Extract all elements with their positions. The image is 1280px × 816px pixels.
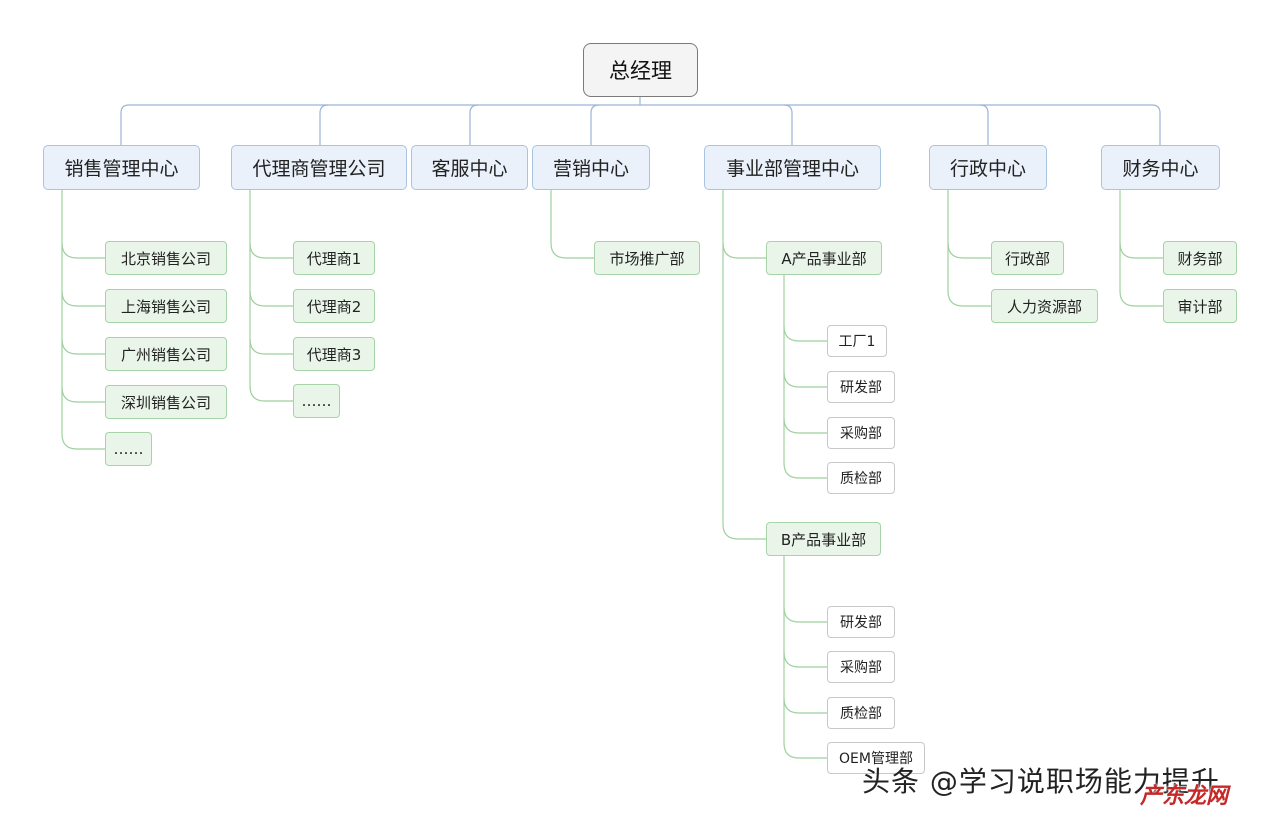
center-customer-service[interactable]: 客服中心	[411, 145, 528, 190]
agent-1[interactable]: 代理商1	[293, 241, 375, 275]
b-qc-dept[interactable]: 质检部	[827, 697, 895, 729]
sales-branch-more[interactable]: ……	[105, 432, 152, 466]
center-business-units[interactable]: 事业部管理中心	[704, 145, 881, 190]
sales-branch-shenzhen[interactable]: 深圳销售公司	[105, 385, 227, 419]
product-a-division[interactable]: A产品事业部	[766, 241, 882, 275]
root-node-general-manager[interactable]: 总经理	[583, 43, 698, 97]
audit-dept[interactable]: 审计部	[1163, 289, 1237, 323]
admin-dept[interactable]: 行政部	[991, 241, 1064, 275]
center-administration[interactable]: 行政中心	[929, 145, 1047, 190]
marketing-promotion-dept[interactable]: 市场推广部	[594, 241, 700, 275]
agent-3[interactable]: 代理商3	[293, 337, 375, 371]
a-purchasing-dept[interactable]: 采购部	[827, 417, 895, 449]
sales-branch-beijing[interactable]: 北京销售公司	[105, 241, 227, 275]
center-finance[interactable]: 财务中心	[1101, 145, 1220, 190]
b-rnd-dept[interactable]: 研发部	[827, 606, 895, 638]
watermark-text: 头条 @学习说职场能力提升	[862, 765, 1220, 798]
center-sales[interactable]: 销售管理中心	[43, 145, 200, 190]
b-purchasing-dept[interactable]: 采购部	[827, 651, 895, 683]
sales-branch-guangzhou[interactable]: 广州销售公司	[105, 337, 227, 371]
a-qc-dept[interactable]: 质检部	[827, 462, 895, 494]
sales-branch-shanghai[interactable]: 上海销售公司	[105, 289, 227, 323]
a-rnd-dept[interactable]: 研发部	[827, 371, 895, 403]
center-agency[interactable]: 代理商管理公司	[231, 145, 407, 190]
agent-2[interactable]: 代理商2	[293, 289, 375, 323]
agent-more[interactable]: ……	[293, 384, 340, 418]
finance-dept[interactable]: 财务部	[1163, 241, 1237, 275]
hr-dept[interactable]: 人力资源部	[991, 289, 1098, 323]
center-marketing[interactable]: 营销中心	[532, 145, 650, 190]
b-oem-dept[interactable]: OEM管理部	[827, 742, 925, 774]
product-b-division[interactable]: B产品事业部	[766, 522, 881, 556]
a-factory-1[interactable]: 工厂1	[827, 325, 887, 357]
watermark-logo: 产东龙网	[1140, 784, 1229, 809]
